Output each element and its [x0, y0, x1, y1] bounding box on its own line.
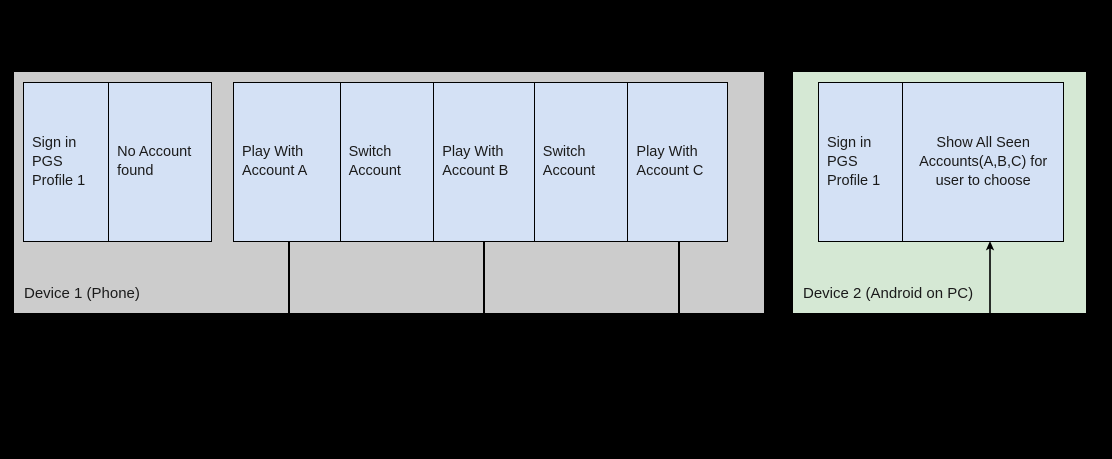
device2-signin-show-accounts-group: Sign in PGS Profile 1 Show All Seen Acco… [818, 82, 1064, 242]
device1-label: Device 1 (Phone) [24, 285, 140, 302]
step-switch-account-1[interactable]: Switch Account [340, 83, 435, 241]
step-device2-sign-in-pgs-profile-1[interactable]: Sign in PGS Profile 1 [819, 83, 904, 241]
device1-lifeline-1 [288, 241, 290, 313]
step-play-with-account-c[interactable]: Play With Account C [628, 83, 727, 241]
device2-label: Device 2 (Android on PC) [803, 285, 974, 302]
device1-account-actions-group: Play With Account A Switch Account Play … [233, 82, 728, 242]
step-play-with-account-a[interactable]: Play With Account A [234, 83, 341, 241]
step-play-with-account-b[interactable]: Play With Account B [434, 83, 535, 241]
step-sign-in-pgs-profile-1[interactable]: Sign in PGS Profile 1 [24, 83, 110, 241]
step-show-all-seen-accounts[interactable]: Show All Seen Accounts(A,B,C) for user t… [903, 83, 1063, 241]
step-no-account-found[interactable]: No Account found [109, 83, 211, 241]
device1-lifeline-2 [483, 241, 485, 313]
device1-signin-group: Sign in PGS Profile 1 No Account found [23, 82, 212, 242]
device1-lifeline-3 [678, 241, 680, 313]
step-switch-account-2[interactable]: Switch Account [534, 83, 629, 241]
arrow-up-icon [985, 241, 995, 314]
